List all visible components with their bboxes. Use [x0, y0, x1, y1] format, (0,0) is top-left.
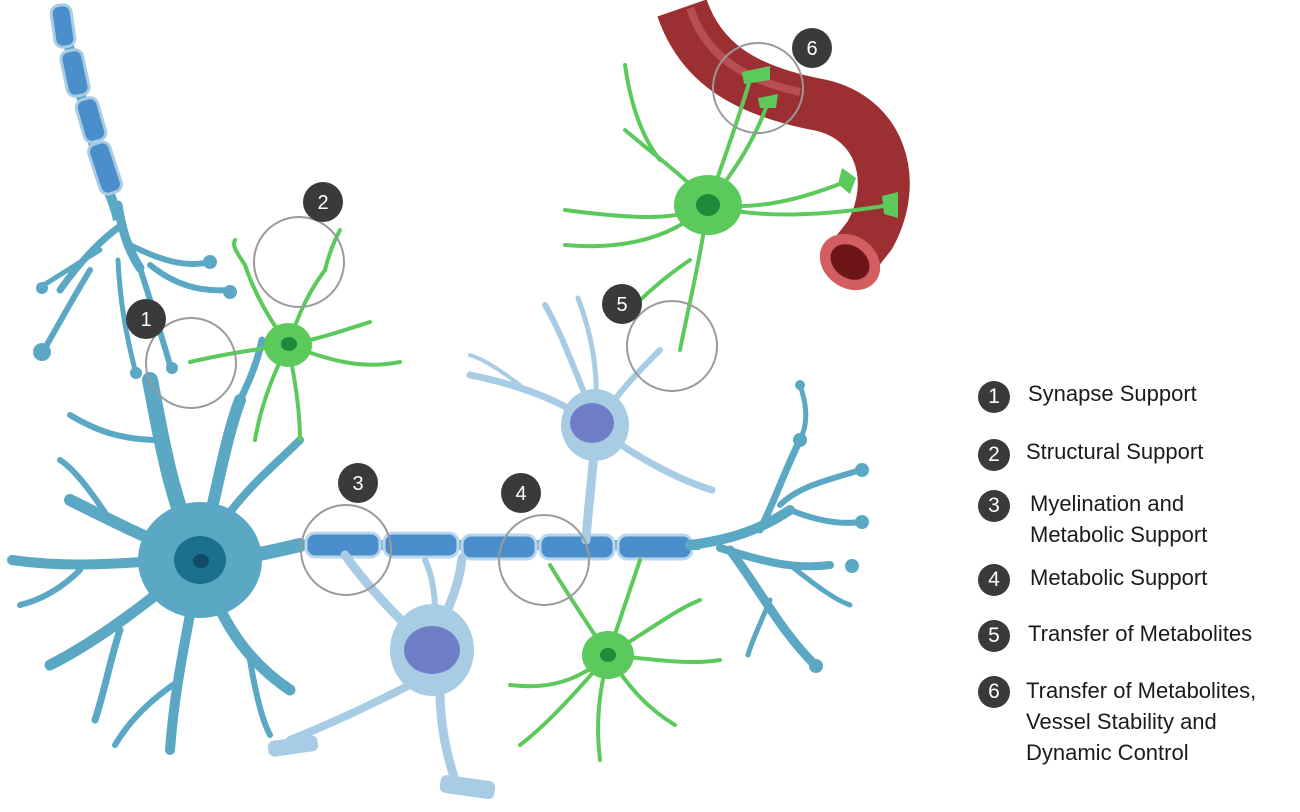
astrocyte-right — [508, 558, 722, 762]
legend-badge-1: 1 — [978, 381, 1010, 413]
svg-text:1: 1 — [140, 309, 151, 331]
legend-item-4: 4 Metabolic Support — [978, 564, 1207, 596]
legend-item-1: 1 Synapse Support — [978, 381, 1197, 413]
legend-badge-3: 3 — [978, 490, 1010, 522]
legend-label-4: Metabolic Support — [1030, 565, 1208, 590]
legend-label-1: Synapse Support — [1028, 381, 1197, 406]
svg-text:4: 4 — [515, 483, 526, 505]
legend: 1 Synapse Support 2 Structural Support 3… — [978, 0, 1298, 812]
axon-terminal — [39, 200, 231, 373]
svg-text:2: 2 — [317, 192, 328, 214]
main-axon — [300, 531, 700, 561]
legend-label-5: Transfer of Metabolites — [1028, 621, 1253, 646]
marker-6: 6 — [792, 28, 832, 68]
svg-text:5: 5 — [616, 294, 627, 316]
marker-1: 1 — [126, 299, 166, 339]
legend-item-3: 3 Myelination and Metabolic Support — [978, 490, 1207, 550]
legend-item-6: 6 Transfer of Metabolites, Vessel Stabil… — [978, 676, 1256, 768]
legend-badge-6: 6 — [978, 676, 1010, 708]
legend-badge-2: 2 — [978, 439, 1010, 471]
right-terminal-bulbs — [793, 380, 869, 673]
upper-axon — [49, 3, 123, 222]
marker-2: 2 — [303, 182, 343, 222]
blood-vessel — [657, 0, 910, 291]
svg-text:3: 3 — [352, 473, 363, 495]
marker-4: 4 — [501, 473, 541, 513]
legend-label-6: Transfer of Metabolites, Vessel Stabilit… — [1026, 678, 1257, 765]
astrocyte-left — [188, 228, 402, 442]
right-terminal — [685, 382, 863, 670]
legend-label-3: Myelination and Metabolic Support — [1030, 491, 1208, 547]
oligodendrocyte-lower — [267, 550, 496, 800]
legend-item-5: 5 Transfer of Metabolites — [978, 620, 1252, 652]
svg-text:6: 6 — [806, 38, 817, 60]
highlight-rings — [145, 42, 804, 606]
axon-terminal-bulbs — [33, 255, 237, 379]
legend-label-2: Structural Support — [1026, 439, 1204, 464]
marker-3: 3 — [338, 463, 378, 503]
neuron — [7, 336, 307, 755]
oligodendrocyte-upper — [466, 295, 716, 545]
legend-badge-5: 5 — [978, 620, 1010, 652]
legend-badge-4: 4 — [978, 564, 1010, 596]
astrocyte-vessel — [563, 63, 898, 352]
marker-5: 5 — [602, 284, 642, 324]
legend-item-2: 2 Structural Support — [978, 439, 1203, 471]
